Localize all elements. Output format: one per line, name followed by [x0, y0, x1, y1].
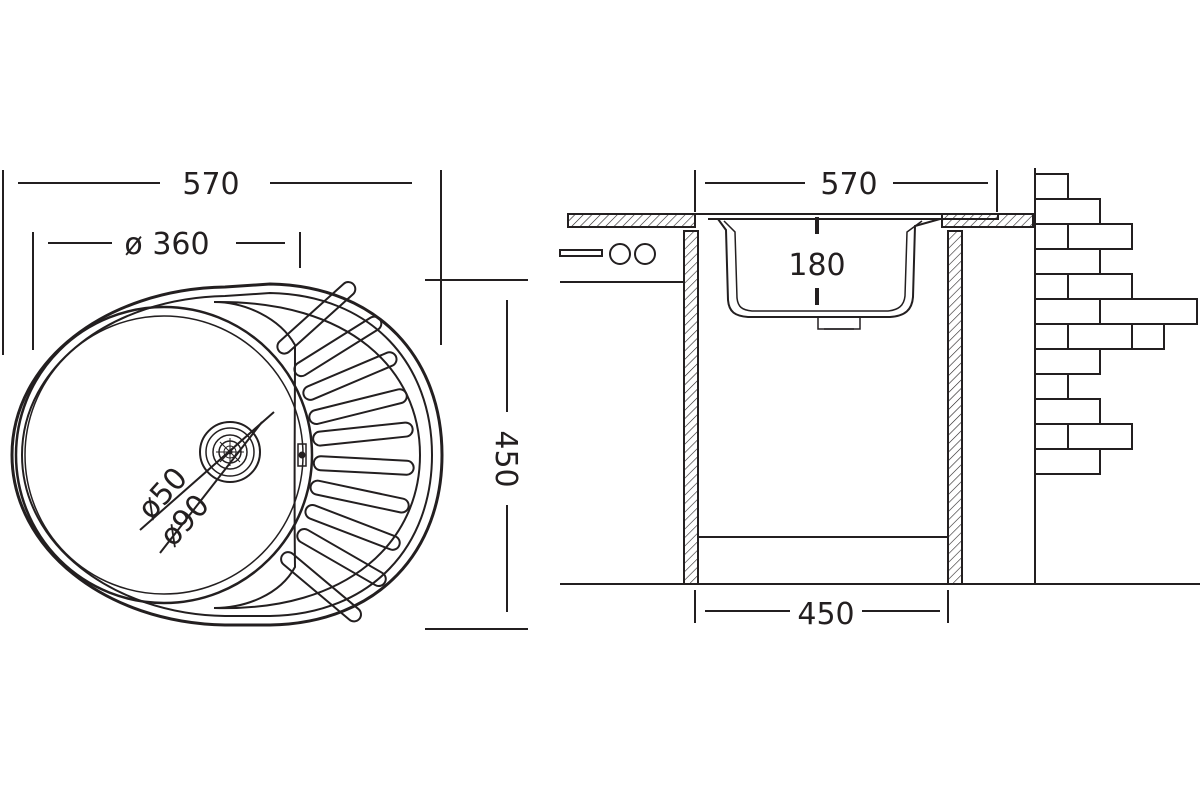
- cabinet-width-label: 450: [797, 597, 854, 632]
- brick: [1034, 198, 1101, 225]
- width-dimension: 570: [2, 167, 442, 355]
- sink-bowl-section: 180: [695, 213, 999, 330]
- section-width-label: 570: [820, 167, 877, 202]
- drainer-rib: [312, 421, 414, 447]
- drainer-rib: [296, 528, 387, 587]
- depth-label: 450: [488, 430, 523, 487]
- drainer-rib: [276, 281, 357, 355]
- brick: [1034, 273, 1069, 300]
- drain: ø50 ø90: [131, 411, 275, 554]
- top-view: 570 ø 360 450: [2, 167, 528, 630]
- depth-dimension: 450: [425, 279, 528, 630]
- brick: [1034, 398, 1101, 425]
- overflow-hole: [297, 443, 307, 467]
- brick: [1099, 298, 1198, 325]
- drainer-rib: [293, 315, 383, 378]
- brick: [1034, 348, 1101, 375]
- brick: [1034, 448, 1101, 475]
- bowl-depth-label: 180: [788, 248, 845, 283]
- brick: [1034, 223, 1069, 250]
- cabinet-width-dimension: 450: [694, 590, 949, 632]
- drain-outlet: [817, 316, 861, 330]
- brick: [1034, 298, 1101, 325]
- brick: [1034, 423, 1069, 450]
- brick: [1034, 248, 1101, 275]
- brick: [1067, 323, 1133, 350]
- brick: [1131, 323, 1165, 350]
- brick: [1067, 423, 1133, 450]
- drainer-rib: [309, 479, 410, 514]
- brick: [1067, 273, 1133, 300]
- drainer-rib: [308, 388, 408, 426]
- bowl-diameter-dimension: ø 360: [32, 227, 301, 350]
- brick: [1034, 373, 1069, 400]
- brick: [1034, 173, 1069, 200]
- drainer-ribs: [276, 281, 415, 623]
- cabinet: [560, 230, 1200, 585]
- section-width-dimension: 570: [694, 167, 998, 212]
- brick: [1067, 223, 1133, 250]
- drainer-rib: [304, 503, 401, 551]
- countertop: [559, 213, 1034, 283]
- brick: [1034, 323, 1069, 350]
- drainer-rib: [312, 455, 415, 476]
- drainer-rib: [280, 551, 362, 623]
- drainer-rib: [302, 351, 398, 401]
- section-view: 570 180: [559, 167, 1200, 632]
- width-label: 570: [182, 167, 239, 202]
- bowl-diameter-label: ø 360: [124, 227, 209, 262]
- brick-wall: [1034, 168, 1198, 584]
